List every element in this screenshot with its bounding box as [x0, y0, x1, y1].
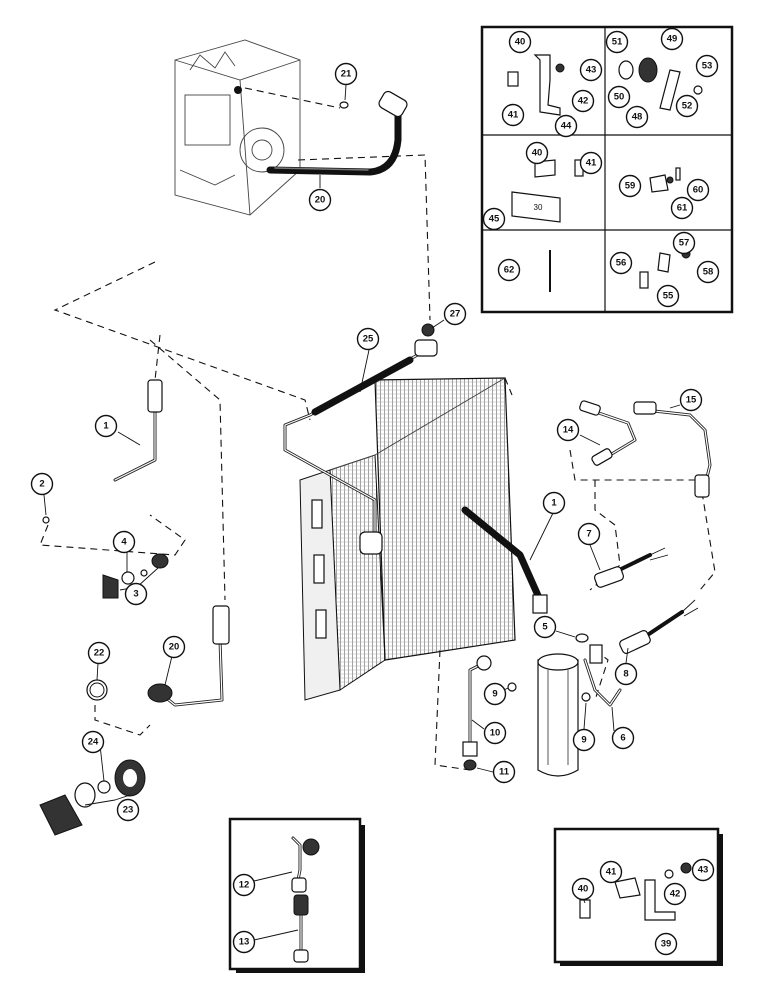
svg-text:6: 6	[620, 733, 625, 744]
svg-text:43: 43	[698, 865, 709, 876]
svg-text:1: 1	[103, 421, 109, 432]
inset-tubes-12-13: 12 13	[228, 817, 365, 973]
svg-text:43: 43	[586, 65, 597, 76]
svg-text:40: 40	[532, 148, 543, 159]
svg-text:45: 45	[489, 214, 500, 225]
svg-text:51: 51	[612, 37, 623, 48]
svg-text:1: 1	[551, 498, 557, 509]
fittings	[39, 101, 591, 836]
svg-text:2: 2	[39, 479, 44, 490]
svg-text:21: 21	[341, 69, 352, 80]
svg-text:9: 9	[581, 735, 586, 746]
inset-grid-hardware: 40 43 41 42 44 51 49 53 50 48 52 30 40 4…	[480, 25, 734, 314]
svg-text:13: 13	[239, 937, 250, 948]
inset-bracket-39: 40 41 43 42 39	[553, 827, 723, 966]
svg-text:41: 41	[606, 867, 617, 878]
svg-text:49: 49	[667, 34, 678, 45]
tubes	[113, 90, 712, 777]
svg-text:3: 3	[133, 589, 138, 600]
svg-text:7: 7	[586, 529, 591, 540]
svg-text:30: 30	[534, 203, 543, 212]
svg-text:11: 11	[499, 767, 510, 778]
svg-text:59: 59	[625, 181, 636, 192]
svg-text:20: 20	[169, 642, 180, 653]
compressor-illustration	[174, 39, 301, 216]
callouts-main: 21 20 27 25 1 2 4 3 20 22 24 23 1 14 15 …	[30, 62, 703, 822]
svg-text:53: 53	[702, 61, 713, 72]
svg-text:22: 22	[94, 648, 105, 659]
svg-text:5: 5	[542, 622, 548, 633]
svg-text:9: 9	[492, 689, 497, 700]
svg-text:52: 52	[682, 101, 693, 112]
svg-text:41: 41	[586, 158, 597, 169]
svg-text:61: 61	[677, 203, 688, 214]
svg-text:40: 40	[578, 884, 589, 895]
svg-text:62: 62	[504, 265, 515, 276]
condenser-core	[299, 377, 516, 701]
svg-text:57: 57	[679, 238, 690, 249]
svg-text:24: 24	[88, 737, 99, 748]
svg-text:8: 8	[623, 669, 628, 680]
svg-text:20: 20	[315, 195, 326, 206]
svg-text:23: 23	[123, 805, 134, 816]
svg-text:27: 27	[450, 309, 461, 320]
svg-text:60: 60	[693, 185, 704, 196]
svg-text:55: 55	[663, 291, 674, 302]
svg-text:42: 42	[578, 96, 589, 107]
svg-text:41: 41	[508, 110, 519, 121]
svg-text:14: 14	[563, 425, 574, 436]
svg-text:39: 39	[661, 939, 672, 950]
svg-text:42: 42	[670, 889, 681, 900]
svg-text:25: 25	[363, 334, 374, 345]
svg-text:48: 48	[632, 112, 643, 123]
svg-text:40: 40	[515, 37, 526, 48]
svg-text:4: 4	[121, 537, 127, 548]
svg-text:12: 12	[239, 880, 250, 891]
svg-text:50: 50	[614, 92, 625, 103]
svg-text:15: 15	[686, 395, 697, 406]
svg-text:58: 58	[703, 267, 714, 278]
svg-text:44: 44	[561, 121, 572, 132]
svg-text:10: 10	[490, 728, 501, 739]
svg-text:56: 56	[616, 258, 627, 269]
